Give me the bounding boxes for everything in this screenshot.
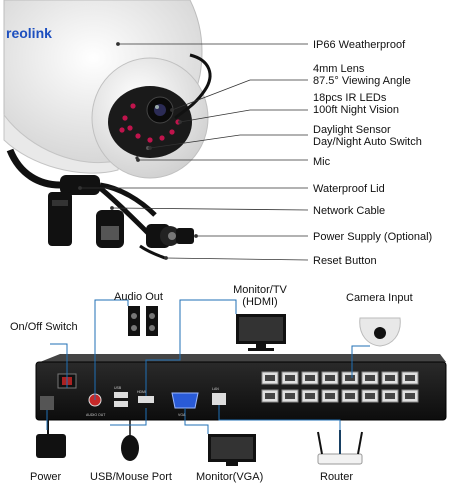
- callout-ip66: IP66 Weatherproof: [313, 39, 405, 51]
- callout-power-line1: Power Supply (Optional): [313, 231, 433, 243]
- power-socket: [40, 396, 54, 410]
- callout-lens-line1: 4mm Lens: [313, 63, 365, 75]
- label-audio-out: Audio Out: [114, 291, 163, 303]
- usb-port-1: [114, 392, 128, 398]
- callout-lid: Waterproof Lid: [313, 183, 385, 195]
- lan-port: [212, 393, 226, 405]
- usb-port-2: [114, 401, 128, 407]
- poe-port-slot: [365, 393, 375, 399]
- reolink-logo: reolink: [6, 25, 52, 41]
- callout-lens-line2: 87.5° Viewing Angle: [313, 75, 411, 87]
- connection-lines: [46, 299, 370, 454]
- poe-port-slot: [305, 393, 315, 399]
- camera-cable-bundle: [6, 148, 194, 260]
- poe-port-slot: [405, 393, 415, 399]
- callout-reset-line1: Reset Button: [313, 255, 377, 267]
- poe-port-slot: [325, 393, 335, 399]
- label-monitor-hdmi-line1: Monitor/TV: [233, 284, 287, 296]
- poe-port-slot: [305, 375, 315, 381]
- callout-lens: 4mm Lens 87.5° Viewing Angle: [313, 63, 411, 87]
- power-connector: [146, 224, 194, 248]
- poe-port-slot: [385, 393, 395, 399]
- poe-port-slot: [265, 375, 275, 381]
- callout-reset: Reset Button: [313, 255, 377, 267]
- ir-led-array: [119, 103, 181, 143]
- callout-sensor-line2: Day/Night Auto Switch: [313, 136, 422, 148]
- callout-sensor-line1: Daylight Sensor: [313, 124, 391, 136]
- power-adapter-icon: [36, 420, 66, 458]
- poe-port-slot: [385, 375, 395, 381]
- poe-port-slot: [285, 393, 295, 399]
- panel-label-vga: VGA: [178, 413, 186, 417]
- poe-port-slot: [265, 393, 275, 399]
- label-monitor-hdmi: Monitor/TV (HDMI): [228, 284, 292, 308]
- panel-label-audio: AUDIO OUT: [86, 413, 106, 417]
- label-router: Router: [320, 471, 354, 483]
- panel-label-hdmi: HDMI: [137, 390, 146, 394]
- label-monitor-vga: Monitor(VGA): [196, 471, 264, 483]
- callout-network: Network Cable: [313, 205, 385, 217]
- poe-port-slot: [365, 375, 375, 381]
- poe-port-slot: [345, 393, 355, 399]
- label-monitor-hdmi-line2: (HDMI): [242, 296, 278, 308]
- label-usb-mouse: USB/Mouse Port: [90, 471, 172, 483]
- vga-port: [171, 392, 199, 409]
- callout-power: Power Supply (Optional): [313, 231, 432, 243]
- callout-network-line1: Network Cable: [313, 205, 386, 217]
- poe-port-slot: [285, 375, 295, 381]
- dome-camera: reolink: [3, 0, 209, 179]
- panel-label-usb: USB: [114, 386, 122, 390]
- hdmi-monitor-icon: [236, 314, 286, 351]
- label-power: Power: [30, 471, 62, 483]
- speakers-icon: [128, 306, 158, 336]
- poe-port-slot: [325, 375, 335, 381]
- callout-ip66-line1: IP66 Weatherproof: [313, 39, 406, 51]
- label-onoff-switch: On/Off Switch: [10, 321, 78, 333]
- panel-label-lan: LAN: [212, 387, 219, 391]
- callout-lid-line1: Waterproof Lid: [313, 183, 385, 195]
- nvr-recorder: [35, 354, 447, 421]
- label-camera-input: Camera Input: [346, 292, 413, 304]
- hdmi-port: [138, 396, 154, 403]
- callout-mic: Mic: [313, 156, 330, 168]
- callout-ir-line2: 100ft Night Vision: [313, 104, 400, 116]
- vga-monitor-icon: [208, 434, 256, 466]
- callout-ir: 18pcs IR LEDs 100ft Night Vision: [313, 92, 399, 116]
- poe-port-slot: [345, 375, 355, 381]
- callout-sensor: Daylight Sensor Day/Night Auto Switch: [313, 124, 422, 148]
- callout-mic-line1: Mic: [313, 156, 331, 168]
- mouse-icon: [121, 420, 139, 461]
- poe-port-block: [261, 371, 419, 403]
- callout-ir-line1: 18pcs IR LEDs: [313, 92, 387, 104]
- callout-leaders: [78, 42, 309, 261]
- camera-input-icon: [359, 317, 401, 347]
- poe-port-slot: [405, 375, 415, 381]
- reset-wire: [139, 244, 166, 260]
- network-connector: [96, 210, 124, 248]
